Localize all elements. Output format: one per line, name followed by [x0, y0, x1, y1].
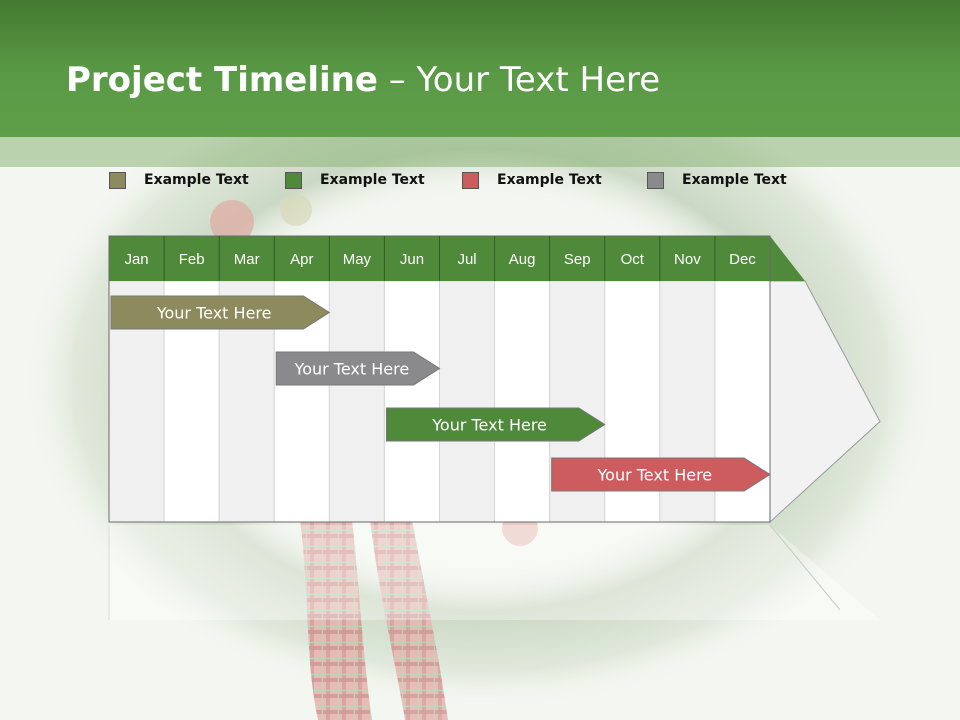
month-column — [328, 280, 385, 523]
legend-label-3: Example Text — [497, 172, 602, 188]
task-bar — [275, 351, 441, 386]
page-title: Project Timeline – Your Text Here — [66, 60, 660, 100]
month-label: Jul — [457, 251, 476, 268]
month-column — [494, 280, 551, 523]
title-rest: – Your Text Here — [377, 60, 661, 100]
task-bar — [385, 407, 606, 442]
month-label: Aug — [509, 251, 536, 268]
month-header — [109, 236, 805, 281]
legend-label-2: Example Text — [320, 172, 425, 188]
task-label: Your Text Here — [156, 304, 272, 323]
month-label: Jan — [124, 251, 148, 268]
legend-item-1: Example Text — [109, 170, 249, 190]
month-label: Oct — [621, 251, 645, 268]
month-label: Nov — [674, 251, 701, 268]
month-label: Feb — [179, 251, 205, 268]
legend-swatch-2 — [285, 171, 302, 189]
task-label: Your Text Here — [597, 466, 713, 485]
month-label: Sep — [564, 251, 591, 268]
month-label: May — [343, 251, 372, 268]
legend-item-4: Example Text — [647, 170, 787, 190]
legend-swatch-3 — [462, 171, 479, 189]
month-column — [439, 280, 496, 523]
legend-item-2: Example Text — [285, 170, 425, 190]
timeline-reflection — [109, 525, 880, 620]
reflection-diagonal — [769, 524, 841, 611]
month-label: Mar — [234, 251, 260, 268]
arrow-tip — [769, 280, 881, 524]
title-banner — [0, 0, 960, 137]
banner-stripe — [0, 137, 960, 167]
legend-swatch-4 — [647, 171, 664, 189]
legend-swatch-1 — [109, 171, 126, 189]
legend-item-3: Example Text — [462, 170, 602, 190]
legend-label-4: Example Text — [682, 172, 787, 188]
month-label: Apr — [290, 251, 313, 268]
task-bar — [551, 457, 771, 492]
month-label: Jun — [400, 251, 424, 268]
month-column — [383, 280, 440, 523]
legend-label-1: Example Text — [144, 172, 249, 188]
title-bold: Project Timeline — [66, 60, 378, 100]
task-label: Your Text Here — [431, 416, 547, 435]
task-label: Your Text Here — [294, 360, 410, 379]
task-bar — [110, 295, 331, 330]
month-label: Dec — [729, 251, 756, 268]
